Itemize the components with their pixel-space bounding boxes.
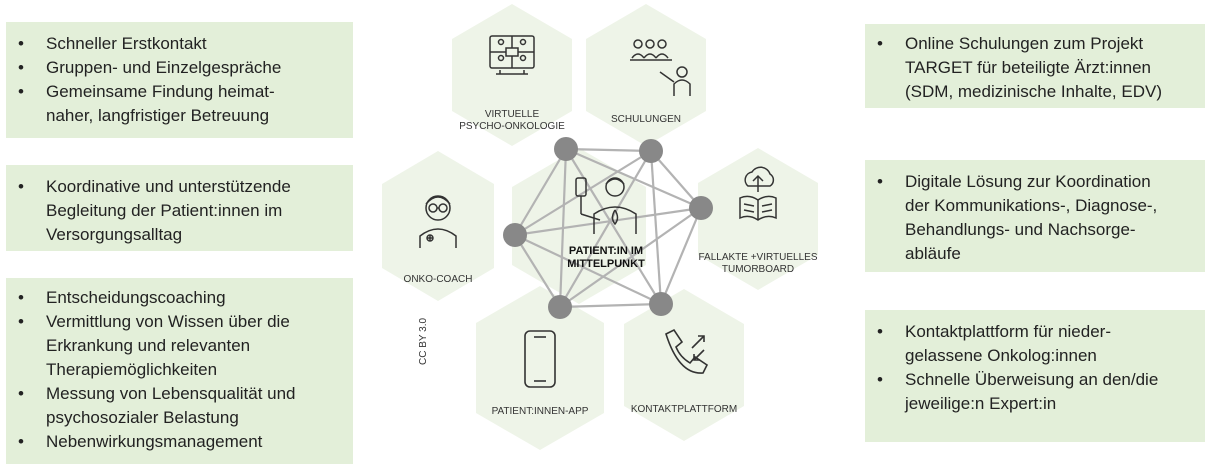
network-node xyxy=(554,137,578,161)
bullet-item: Nebenwirkungsmanagement xyxy=(6,430,353,454)
bullet-item: Gemeinsame Findung heimat-naher, langfri… xyxy=(6,80,353,128)
bullet-item: Entscheidungscoaching xyxy=(6,286,353,310)
bullet-item: Koordinative und unterstützendeBegleitun… xyxy=(6,175,353,247)
hex-label-center-2: MITTELPUNKT xyxy=(567,258,645,270)
hex-label-fallakte-2: TUMORBOARD xyxy=(722,264,794,275)
bullet-item: Schnelle Überweisung an den/diejeweilige… xyxy=(865,368,1205,416)
hex-label-schulungen: SCHULUNGEN xyxy=(611,114,681,125)
hex-label-kontakt: KONTAKTPLATTFORM xyxy=(631,404,737,415)
training-group-icon xyxy=(630,39,691,96)
hex-app xyxy=(476,286,604,450)
network-node xyxy=(689,196,713,220)
network-node xyxy=(503,223,527,247)
smartphone-icon xyxy=(524,330,556,388)
right-box-3: Kontaktplattform für nieder-gelassene On… xyxy=(865,310,1205,442)
phone-call-icon xyxy=(665,328,709,374)
cloud-book-icon xyxy=(739,166,777,221)
bullet-item: Gruppen- und Einzelgespräche xyxy=(6,56,353,80)
hex-onko-coach xyxy=(382,151,494,301)
left-box-2: Koordinative und unterstützendeBegleitun… xyxy=(6,165,353,251)
hex-label-fallakte-1: FALLAKTE +VIRTUELLES xyxy=(698,252,817,263)
hex-label-center-1: PATIENT:IN IM xyxy=(569,245,643,257)
network-node xyxy=(639,139,663,163)
doctor-icon xyxy=(419,195,457,248)
network-node xyxy=(548,295,572,319)
patient-infusion-icon xyxy=(575,177,637,234)
left-box-3: Entscheidungscoaching Vermittlung von Wi… xyxy=(6,278,353,464)
video-conference-icon xyxy=(489,35,535,75)
hex-label-virtual-psycho-2: PSYCHO-ONKOLOGIE xyxy=(459,121,565,132)
bullet-item: Kontaktplattform für nieder-gelassene On… xyxy=(865,320,1205,368)
license-label: CC BY 3.0 xyxy=(418,317,429,365)
bullet-item: Schneller Erstkontakt xyxy=(6,32,353,56)
hex-kontakt xyxy=(624,289,744,441)
network-lines xyxy=(514,147,703,309)
hex-label-onko-coach: ONKO-COACH xyxy=(404,274,473,285)
hex-schulungen xyxy=(586,4,706,146)
hex-label-virtual-psycho-1: VIRTUELLE xyxy=(485,109,540,120)
bullet-item: Vermittlung von Wissen über dieErkrankun… xyxy=(6,310,353,382)
bullet-item: Messung von Lebensqualität undpsychosozi… xyxy=(6,382,353,430)
hexagon-diagram: VIRTUELLE PSYCHO-ONKOLOGIE SCHULUNGEN ON… xyxy=(382,4,818,450)
hex-virtual-psycho xyxy=(452,4,572,146)
hex-label-app: PATIENT:INNEN-APP xyxy=(492,406,589,417)
left-box-1: Schneller Erstkontakt Gruppen- und Einze… xyxy=(6,22,353,138)
network-node xyxy=(649,292,673,316)
